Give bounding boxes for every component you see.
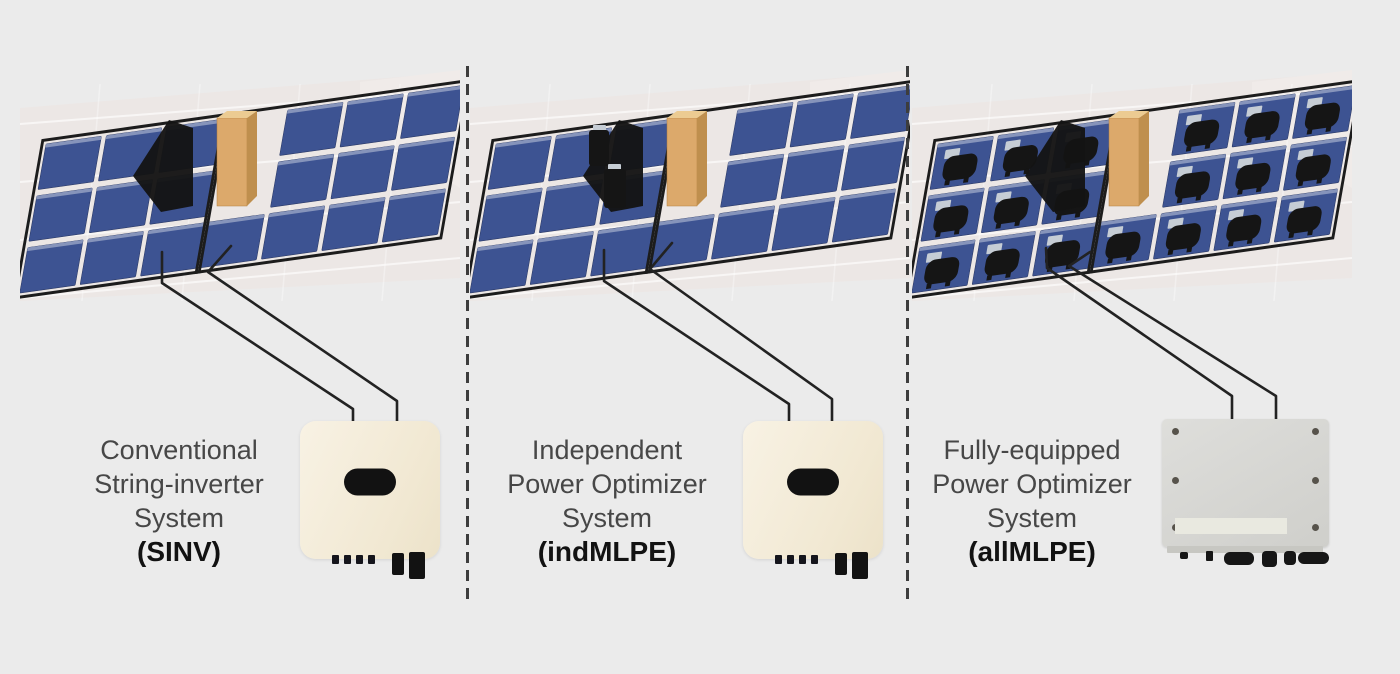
solar-panel [391, 136, 455, 191]
inverter-connector [1180, 552, 1188, 559]
inverter-connector [1262, 551, 1277, 567]
system-section-allmlpe: Fully-equipped Power Optimizer System (a… [908, 0, 1400, 674]
solar-panel [487, 136, 552, 190]
power-optimizer [604, 169, 626, 208]
power-optimizer [1174, 171, 1211, 199]
dc-wire [602, 248, 791, 432]
system-label-allmlpe: Fully-equipped Power Optimizer System (a… [902, 433, 1162, 569]
system-section-sinv: Conventional String-inverter System (SIN… [0, 0, 467, 674]
screw-icon [1312, 428, 1319, 435]
screw-icon [1312, 477, 1319, 484]
system-label-line: String-inverter [94, 469, 264, 499]
divider-line [906, 66, 909, 604]
power-optimizer [1304, 102, 1340, 130]
power-optimizer [1184, 119, 1220, 147]
system-section-indmlpe: Independent Power Optimizer System (indM… [467, 0, 910, 674]
chimney [1108, 117, 1140, 207]
optimizer-inverter-image [1162, 419, 1329, 567]
system-code: (SINV) [137, 536, 221, 567]
dc-wire [1067, 250, 1278, 430]
solar-panel [330, 145, 395, 200]
string-wire-outline [912, 112, 1121, 300]
power-optimizer [993, 196, 1029, 225]
inverter-small-connectors [775, 555, 818, 564]
chimney-shadow [133, 120, 193, 212]
dc-wire [648, 241, 834, 432]
string-wire-outline [194, 78, 460, 275]
power-optimizer [1105, 231, 1141, 259]
dc-wire [1044, 246, 1234, 430]
solar-panel [789, 93, 854, 148]
chimney [666, 117, 698, 207]
string-wire-outline [20, 112, 229, 300]
power-optimizer [942, 153, 978, 181]
power-optimizer [1002, 145, 1038, 173]
power-optimizer [984, 248, 1020, 276]
inverter-connector [1298, 552, 1329, 564]
inverter-display [344, 468, 396, 496]
system-code: (indMLPE) [537, 536, 677, 567]
power-optimizer [589, 130, 609, 166]
system-label-line: Conventional [100, 435, 258, 465]
system-label-indmlpe: Independent Power Optimizer System (indM… [477, 433, 737, 569]
power-optimizer [1235, 162, 1271, 191]
power-optimizer [1244, 111, 1280, 139]
system-label-line: Power Optimizer [507, 469, 707, 499]
power-optimizer [1165, 223, 1201, 251]
inverter-dc-connector [392, 553, 404, 575]
inverter-ac-connector [852, 552, 868, 579]
inverter-small-connectors [332, 555, 375, 564]
power-optimizer [933, 205, 969, 233]
string-inverter-image [743, 421, 883, 579]
inverter-connector [1224, 552, 1254, 565]
inverter-ac-connector [409, 552, 425, 579]
solar-panel [729, 102, 794, 156]
string-inverter-image [300, 421, 440, 579]
system-label-sinv: Conventional String-inverter System (SIN… [49, 433, 309, 569]
system-label-line: System [986, 503, 1078, 533]
solar-panel [261, 205, 325, 260]
system-label-line: System [133, 503, 225, 533]
screw-icon [1312, 524, 1319, 531]
solar-panel [470, 239, 534, 294]
system-label-line: System [561, 503, 653, 533]
inverter-dc-connector [835, 553, 847, 575]
roof-illustration-indmlpe [470, 70, 910, 301]
roof-illustration-sinv [20, 70, 460, 301]
power-optimizer [1286, 206, 1322, 234]
power-optimizer [1295, 154, 1331, 182]
string-wire-outline [470, 112, 679, 300]
power-optimizer [1045, 240, 1081, 268]
screw-icon [1172, 477, 1179, 484]
power-optimizer [924, 257, 960, 285]
solar-panel [841, 136, 905, 191]
inverter-bottom-lip [1167, 546, 1323, 553]
dc-wire [206, 244, 399, 432]
inverter-label-strip [1175, 518, 1287, 534]
string-wire-outline [644, 78, 910, 275]
system-label-line: Independent [531, 435, 683, 465]
system-code: (allMLPE) [968, 536, 1096, 567]
divider-line [466, 66, 469, 604]
solar-panel [37, 136, 102, 190]
string-wire-outline [1086, 78, 1352, 275]
chimney-shadow [1025, 120, 1085, 212]
system-label-line: Fully-equipped [943, 435, 1121, 465]
screw-icon [1172, 428, 1179, 435]
inverter-connector [1206, 551, 1213, 561]
power-optimizer [1226, 214, 1262, 242]
roof-illustration-allmlpe [912, 70, 1352, 301]
inverter-connector [1284, 551, 1296, 565]
dc-wire [160, 250, 355, 432]
inverter-display [787, 468, 839, 496]
system-label-line: Power Optimizer [932, 469, 1132, 499]
solar-panel [339, 93, 404, 148]
solar-panel [20, 239, 84, 294]
